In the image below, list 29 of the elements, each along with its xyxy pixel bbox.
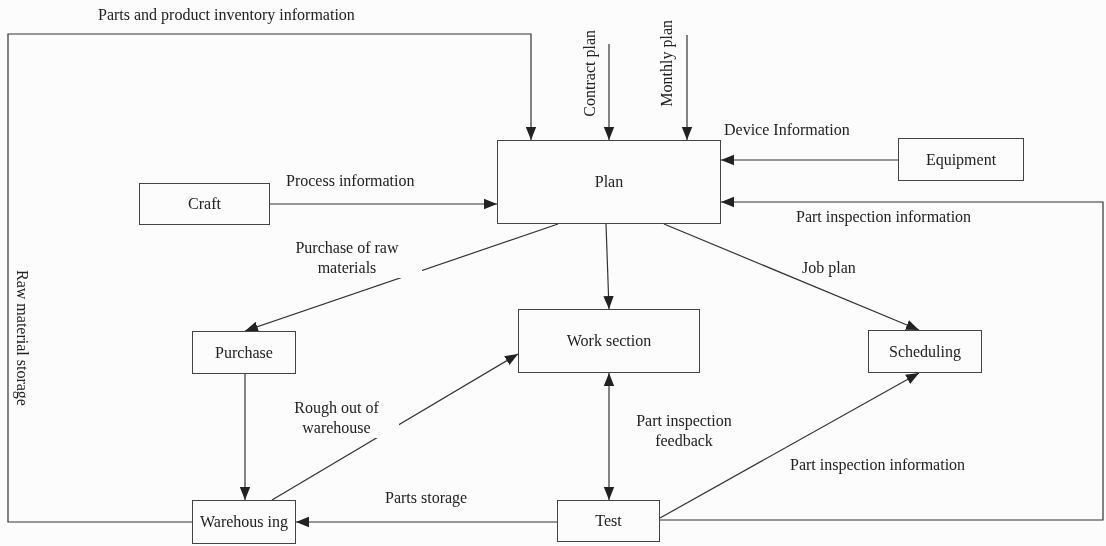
line-label: Raw material storage [12, 270, 32, 406]
arrow [239, 373, 251, 501]
process-box: Craft [139, 183, 270, 225]
edge-label: Part inspection information [796, 207, 972, 227]
arrow [603, 43, 615, 141]
arrow [663, 223, 920, 331]
arrow [244, 223, 559, 332]
process-box: Work section [518, 309, 700, 373]
edge-label: Parts and product inventory information [98, 5, 355, 25]
arrow [603, 223, 614, 310]
process-box: Purchase [192, 331, 296, 374]
edge-label: Part inspection information [790, 455, 966, 475]
edge-label: Monthly plan [657, 20, 677, 107]
arrow [720, 154, 899, 166]
arrow [271, 353, 519, 501]
arrow [603, 372, 615, 501]
arrow [7, 33, 537, 523]
arrow [659, 196, 1104, 521]
arrow [681, 34, 693, 141]
arrow [659, 372, 920, 519]
process-box: Scheduling [868, 330, 982, 373]
process-box: Test [557, 500, 660, 542]
arrow [295, 516, 558, 528]
process-box: Equipment [898, 138, 1024, 181]
process-box: Plan [497, 140, 721, 224]
arrow [269, 198, 498, 210]
edge-label: Contract plan [580, 30, 600, 117]
process-box: Warehous ing [192, 500, 296, 544]
edge-label: Job plan [802, 258, 856, 278]
